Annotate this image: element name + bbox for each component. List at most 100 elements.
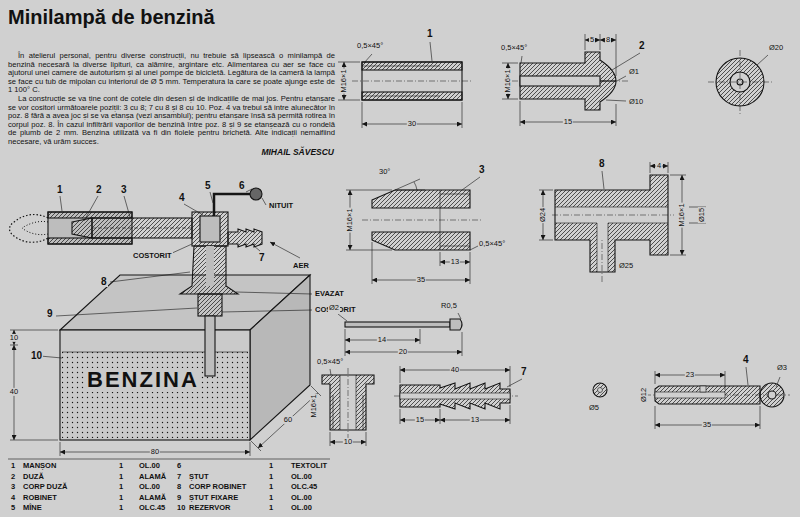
nozzle-body [92, 218, 192, 238]
part-fixing-stub [322, 375, 374, 430]
part-handle [338, 314, 347, 321]
table-cell: 1 [268, 473, 274, 481]
part-sleeve [352, 81, 472, 82]
table-cell: OL.00 [290, 494, 313, 502]
tank-reservoir [62, 352, 248, 353]
callout-number: 9 [46, 308, 54, 319]
table-cell: 3 [10, 483, 16, 491]
dimension-value: M16×1 [340, 68, 348, 93]
part-valve-plug [655, 406, 656, 429]
table-cell: 9 [176, 494, 182, 502]
part-nozzle-body [414, 182, 417, 190]
part-nozzle [502, 63, 518, 64]
part-nozzle-body [395, 179, 420, 190]
dimension-value: 10 [343, 438, 353, 446]
part-hose-stub [400, 393, 510, 399]
part-valve-body [668, 162, 669, 173]
part-valve-body [555, 223, 597, 224]
callout-number: 7 [258, 252, 266, 263]
leader-line [40, 189, 312, 358]
valve-body [180, 246, 238, 294]
author-name: MIHAIL SĂVESCU [260, 148, 335, 157]
part-handle [338, 313, 462, 356]
dimension-value: 23 [685, 371, 695, 379]
table-cell: ȘTUT FIXARE [188, 494, 239, 502]
dimension-value: 80 [150, 448, 160, 456]
part-valve-body [597, 223, 608, 240]
dimension-line [251, 441, 261, 451]
part-valve-plug [700, 386, 706, 392]
part-fixing-stub [330, 369, 331, 375]
table-cell: ROBINET [22, 494, 58, 502]
tank-label: BENZINA [86, 368, 200, 392]
part-valve-body [552, 215, 674, 216]
dimension-value: Ø24 [539, 207, 547, 223]
dimension-value: M16×1 [346, 207, 354, 232]
nozzle-end-view [708, 50, 772, 114]
dimension-value: Ø1 [628, 68, 640, 76]
nozzle-body [92, 228, 192, 229]
part-valve-body [555, 190, 650, 207]
table-cell: OLC.45 [138, 504, 166, 512]
part-valve-body [555, 223, 650, 240]
part-valve-body [670, 255, 686, 256]
part-hose-stub [394, 366, 522, 424]
page-title: Minilampă de benzină [8, 6, 215, 29]
callout-number: 1 [426, 28, 434, 39]
flame [10, 215, 49, 243]
part-valve-body [650, 162, 651, 173]
dimension-line [10, 330, 58, 331]
table-cell: TEXTOLIT [290, 462, 328, 470]
part-hose-stub [400, 409, 401, 424]
dimension-value: 10 [9, 334, 19, 342]
nozzle-end-view [708, 82, 772, 83]
part-valve-body [539, 162, 706, 282]
air-inlet [228, 229, 262, 247]
part-valve-body [650, 175, 668, 207]
process-note: NITUIT [268, 202, 294, 210]
part-valve-plug [760, 406, 761, 429]
callout-number: 2 [95, 184, 103, 195]
leader-line [124, 196, 130, 217]
leader-line [222, 310, 312, 312]
part-sleeve [338, 62, 360, 63]
leader-line [170, 244, 192, 254]
table-cell: REZERVOR [188, 504, 232, 512]
dimension-value: 35 [416, 276, 426, 284]
table-cell: OL.00 [138, 483, 161, 491]
leader-line [60, 196, 62, 211]
dimension-value: Ø15 [698, 207, 706, 223]
dimension-value: 20 [398, 348, 408, 356]
callout-number: 7 [520, 366, 528, 377]
callout-number: 10 [30, 350, 43, 361]
table-cell: OL.00 [138, 462, 161, 470]
part-nozzle [600, 34, 601, 50]
part-handle [420, 329, 421, 344]
process-note: AER [292, 262, 310, 270]
callout-number: 4 [178, 192, 186, 203]
nozzle-end-view [740, 50, 741, 114]
valve-body [198, 294, 222, 316]
leader-line [262, 198, 266, 205]
dimension-value: 13 [470, 416, 480, 424]
table-cell: 2 [10, 473, 16, 481]
tank-reservoir [62, 352, 248, 438]
part-nozzle [585, 34, 586, 50]
part-handle [458, 313, 461, 319]
part-valve-body [602, 171, 604, 189]
dimension-value: 40 [450, 366, 460, 374]
body-text: La construcție se va ține cont de cotele… [8, 95, 335, 147]
table-cell: ALAMĂ [138, 473, 167, 481]
burner-sleeve [48, 238, 132, 244]
flame [22, 221, 48, 234]
part-nozzle [521, 56, 522, 63]
nozzle-body [92, 218, 192, 238]
nozzle [72, 218, 92, 238]
part-valve-plug [655, 392, 725, 398]
table-cell: OL.00 [290, 504, 313, 512]
part-valve-plug [645, 367, 790, 429]
leader-line [236, 292, 312, 294]
table-cell: CORP DUZĂ [22, 483, 68, 491]
part-valve-body [608, 223, 609, 272]
